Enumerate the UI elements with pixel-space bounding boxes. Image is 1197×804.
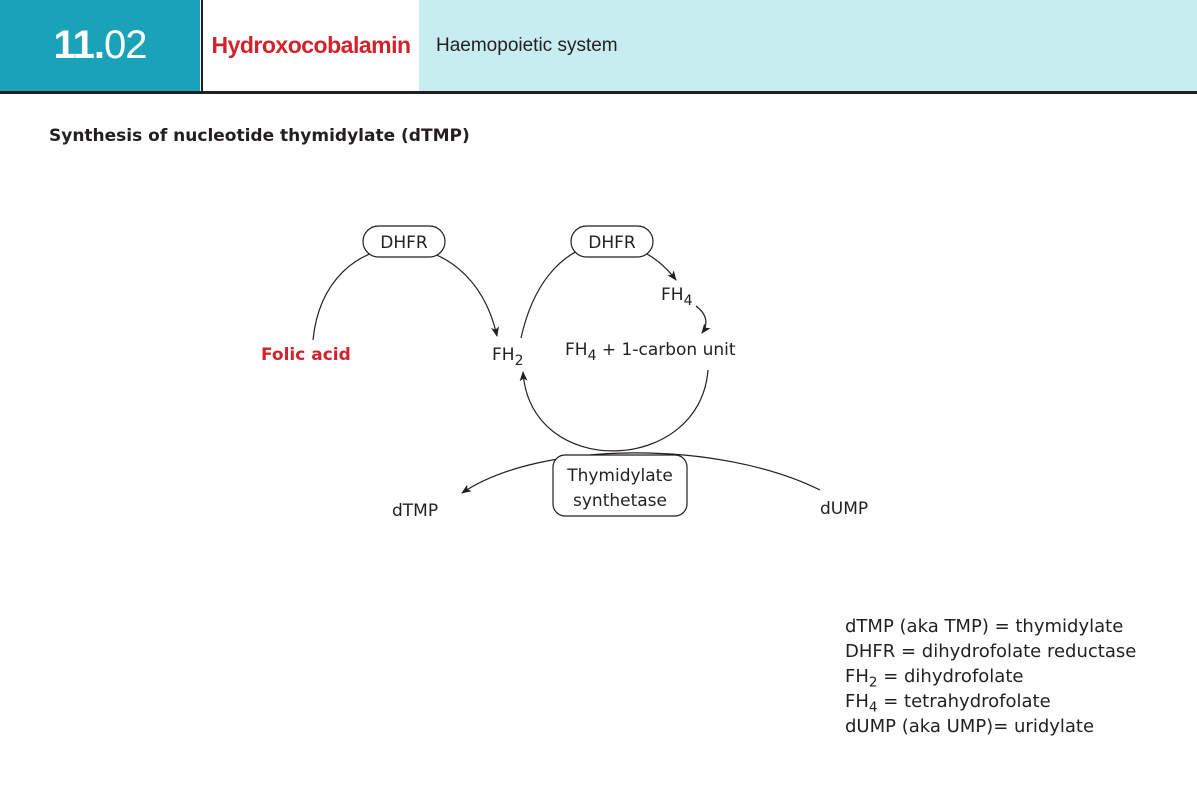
legend-fh2-rest: = dihydrofolate — [877, 666, 1024, 687]
drug-title: Hydroxocobalamin — [201, 0, 421, 91]
abbreviation-legend: dTMP (aka TMP) = thymidylate DHFR = dihy… — [845, 614, 1136, 739]
legend-fh4-base: FH — [845, 691, 869, 712]
legend-fh4-rest: = tetrahydrofolate — [877, 691, 1051, 712]
legend-fh2-base: FH — [845, 666, 869, 687]
dhfr-left-label: DHFR — [380, 233, 428, 253]
fh4-carbon-label: FH4 + 1-carbon unit — [565, 340, 736, 364]
legend-line-fh4: FH4 = tetrahydrofolate — [845, 689, 1136, 714]
system-label: Haemopoietic system — [419, 0, 1197, 91]
dhfr-right-box — [570, 225, 654, 258]
dhfr-right-label: DHFR — [588, 233, 636, 253]
section-number: 11.02 — [0, 0, 200, 91]
folic-acid-label: Folic acid — [261, 345, 351, 365]
arc-dump-to-dtmp — [461, 452, 821, 494]
arc-fh4-to-carbon — [695, 305, 711, 334]
synthetase-label-line1: Thymidylate — [566, 466, 673, 486]
legend-line-dtmp: dTMP (aka TMP) = thymidylate — [845, 616, 1124, 637]
dump-label: dUMP — [820, 499, 868, 519]
fh2-label: FH2 — [492, 345, 523, 369]
synthetase-label-line2: synthetase — [573, 491, 667, 511]
arc-carbon-to-fh2 — [519, 369, 709, 452]
section-number-major: 11. — [53, 23, 105, 67]
legend-line-dump: dUMP (aka UMP)= uridylate — [845, 716, 1095, 737]
fh2-base: FH — [492, 345, 515, 365]
fh4-base: FH — [661, 285, 684, 305]
diagram-subtitle: Synthesis of nucleotide thymidylate (dTM… — [49, 126, 470, 146]
legend-line-dhfr: DHFR = dihydrofolate reductase — [845, 641, 1137, 662]
legend-fh4-sub: 4 — [868, 699, 878, 716]
legend-line-fh2: FH2 = dihydrofolate — [845, 664, 1136, 689]
synthetase-box — [552, 454, 688, 517]
arc-folic-to-fh2 — [312, 247, 499, 341]
fh4-label: FH4 — [661, 285, 693, 309]
fh4-carbon-rest: + 1-carbon unit — [596, 340, 735, 360]
dhfr-left-box — [362, 225, 446, 258]
dtmp-label: dTMP — [392, 501, 438, 521]
legend-fh2-sub: 2 — [868, 674, 878, 691]
section-number-minor: 02 — [103, 23, 147, 67]
fh4-sub: 4 — [684, 293, 693, 309]
fh4-carbon-sub: 4 — [588, 348, 597, 364]
fh4-carbon-base: FH — [565, 340, 588, 360]
fh2-sub: 2 — [515, 353, 524, 369]
page-header: 11.02 Hydroxocobalamin Haemopoietic syst… — [0, 0, 1197, 94]
